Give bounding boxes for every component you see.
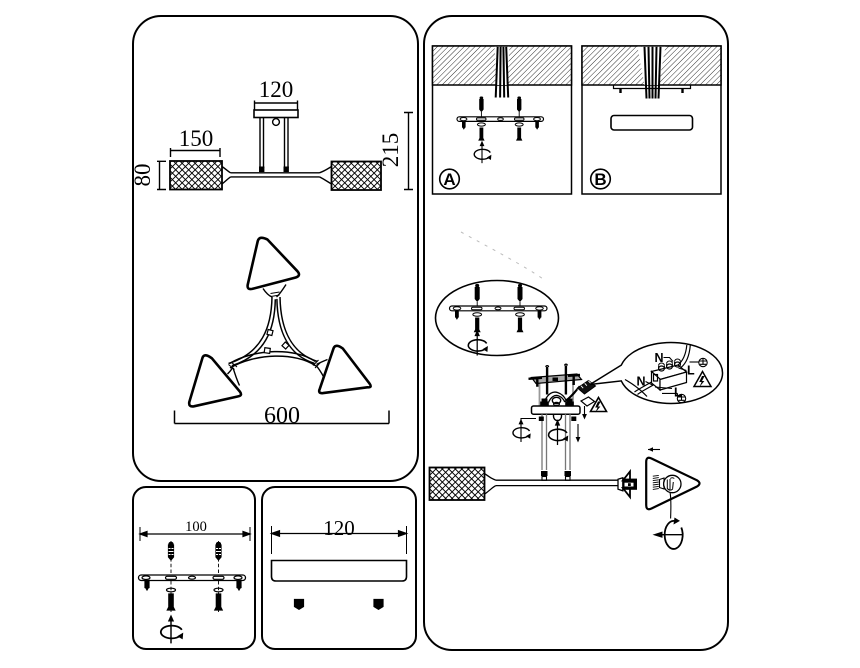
svg-text:B: B: [594, 170, 606, 189]
svg-text:L: L: [687, 364, 695, 378]
svg-text:600: 600: [264, 403, 300, 429]
svg-text:100: 100: [185, 519, 207, 535]
svg-text:N: N: [654, 351, 663, 365]
svg-text:215: 215: [378, 133, 403, 168]
svg-text:N: N: [636, 375, 645, 389]
svg-text:80: 80: [130, 164, 155, 187]
svg-text:L: L: [674, 386, 682, 400]
svg-text:120: 120: [323, 516, 355, 540]
svg-text:150: 150: [179, 126, 214, 151]
svg-text:A: A: [443, 170, 455, 189]
svg-text:120: 120: [259, 77, 294, 102]
